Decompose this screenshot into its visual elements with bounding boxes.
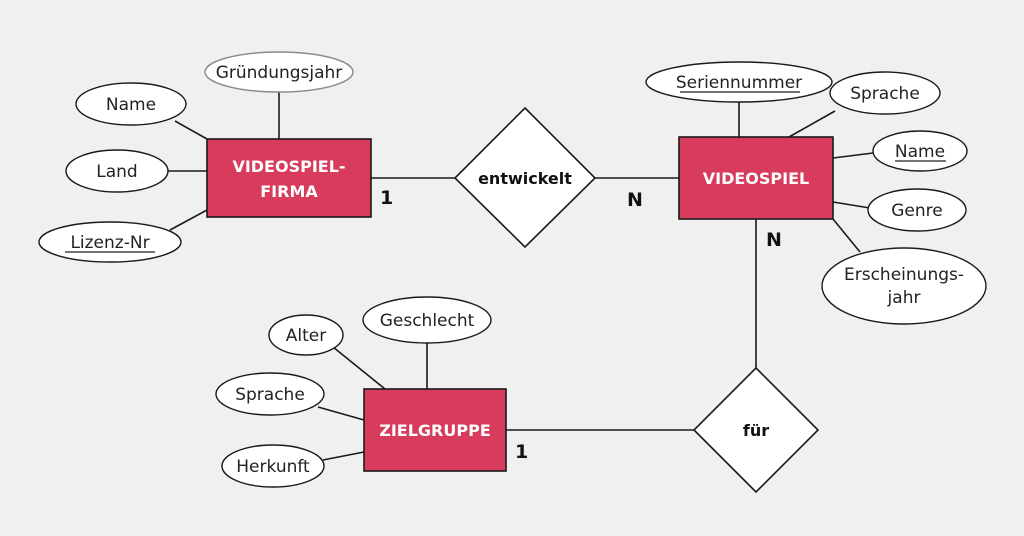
entity-zielgruppe-box xyxy=(363,388,507,472)
attribute-ziel-geschlecht-ellipse xyxy=(362,296,492,344)
entity-videospiel-label: VIDEOSPIEL xyxy=(703,169,809,188)
attribute-firma-name-ellipse xyxy=(75,82,187,126)
attribute-spiel-sprache-ellipse xyxy=(829,71,941,115)
relationship-entwickelt-label: entwickelt xyxy=(478,169,572,188)
attribute-spiel-genre: Genre xyxy=(867,188,967,232)
line-ziel-herkunft xyxy=(322,451,365,461)
attribute-spiel-name: Name xyxy=(872,130,968,172)
relationship-entwickelt: entwickelt xyxy=(453,106,597,249)
attribute-spiel-erscheinungsjahr-label-line2: jahr xyxy=(887,288,921,308)
relationship-fuer-diamond xyxy=(692,366,820,494)
connector-lines xyxy=(168,91,874,461)
attribute-ziel-sprache-label: Sprache xyxy=(235,385,305,405)
attribute-firma-land-label: Land xyxy=(96,162,137,182)
attribute-ziel-herkunft-label: Herkunft xyxy=(236,457,310,477)
attribute-ziel-alter-label: Alter xyxy=(286,326,326,346)
attribute-spiel-genre-ellipse xyxy=(867,188,967,232)
attribute-spiel-erscheinungsjahr: Erscheinungs- jahr xyxy=(821,247,987,325)
attribute-firma-gruendungsjahr-ellipse xyxy=(204,51,354,93)
attribute-ziel-geschlecht: Geschlecht xyxy=(362,296,492,344)
entity-videospielfirma: VIDEOSPIEL- FIRMA xyxy=(206,138,372,218)
attribute-spiel-sprache: Sprache xyxy=(829,71,941,115)
attribute-ziel-herkunft-ellipse xyxy=(221,444,325,488)
attribute-firma-land: Land xyxy=(65,149,169,193)
attribute-spiel-sprache-label: Sprache xyxy=(850,84,920,104)
relationship-fuer: für xyxy=(692,366,820,494)
attribute-firma-land-ellipse xyxy=(65,149,169,193)
line-spiel-name xyxy=(832,152,874,159)
entity-videospielfirma-box xyxy=(206,138,372,218)
attribute-ziel-alter-ellipse xyxy=(268,314,344,356)
attribute-ziel-alter: Alter xyxy=(268,314,344,356)
attribute-spiel-name-label: Name xyxy=(895,142,945,162)
attribute-spiel-seriennummer-label: Seriennummer xyxy=(676,73,802,93)
line-firma-lizenz xyxy=(169,209,208,231)
attribute-spiel-erscheinungsjahr-label-line1: Erscheinungs- xyxy=(844,265,964,285)
attribute-spiel-erscheinungsjahr-ellipse xyxy=(821,247,987,325)
relationship-entwickelt-diamond xyxy=(453,106,597,249)
line-ziel-sprache xyxy=(317,406,365,421)
line-ziel-alter xyxy=(332,346,386,390)
attribute-ziel-sprache: Sprache xyxy=(215,372,325,416)
entity-videospielfirma-label-line2: FIRMA xyxy=(260,182,318,201)
cardinality-spiel-entwickelt: N xyxy=(627,189,643,211)
entity-videospielfirma-label-line1: VIDEOSPIEL- xyxy=(232,157,345,176)
line-spiel-sprache xyxy=(788,110,836,138)
cardinality-ziel-fuer: 1 xyxy=(515,441,528,463)
attribute-spiel-seriennummer: Seriennummer xyxy=(645,61,833,103)
attribute-ziel-geschlecht-label: Geschlecht xyxy=(380,311,475,331)
entity-videospiel-box xyxy=(678,136,834,220)
attribute-ziel-sprache-ellipse xyxy=(215,372,325,416)
relationship-fuer-label: für xyxy=(743,421,769,440)
attribute-firma-lizenz-label: Lizenz-Nr xyxy=(70,233,149,253)
attribute-spiel-genre-label: Genre xyxy=(891,201,942,221)
attribute-firma-gruendungsjahr-label: Gründungsjahr xyxy=(216,63,343,83)
attribute-firma-name: Name xyxy=(75,82,187,126)
cardinality-spiel-fuer: N xyxy=(766,229,782,251)
line-spiel-erscheinung xyxy=(832,218,861,253)
line-spiel-genre xyxy=(832,201,871,209)
attribute-firma-name-label: Name xyxy=(106,95,156,115)
entity-zielgruppe: ZIELGRUPPE xyxy=(363,388,507,472)
attribute-ziel-herkunft: Herkunft xyxy=(221,444,325,488)
line-firma-name xyxy=(174,120,208,140)
attribute-firma-lizenz: Lizenz-Nr xyxy=(38,221,182,263)
entity-videospiel: VIDEOSPIEL xyxy=(678,136,834,220)
attribute-firma-gruendungsjahr: Gründungsjahr xyxy=(204,51,354,93)
cardinality-firma-entwickelt: 1 xyxy=(380,187,393,209)
entity-zielgruppe-label: ZIELGRUPPE xyxy=(379,421,491,440)
